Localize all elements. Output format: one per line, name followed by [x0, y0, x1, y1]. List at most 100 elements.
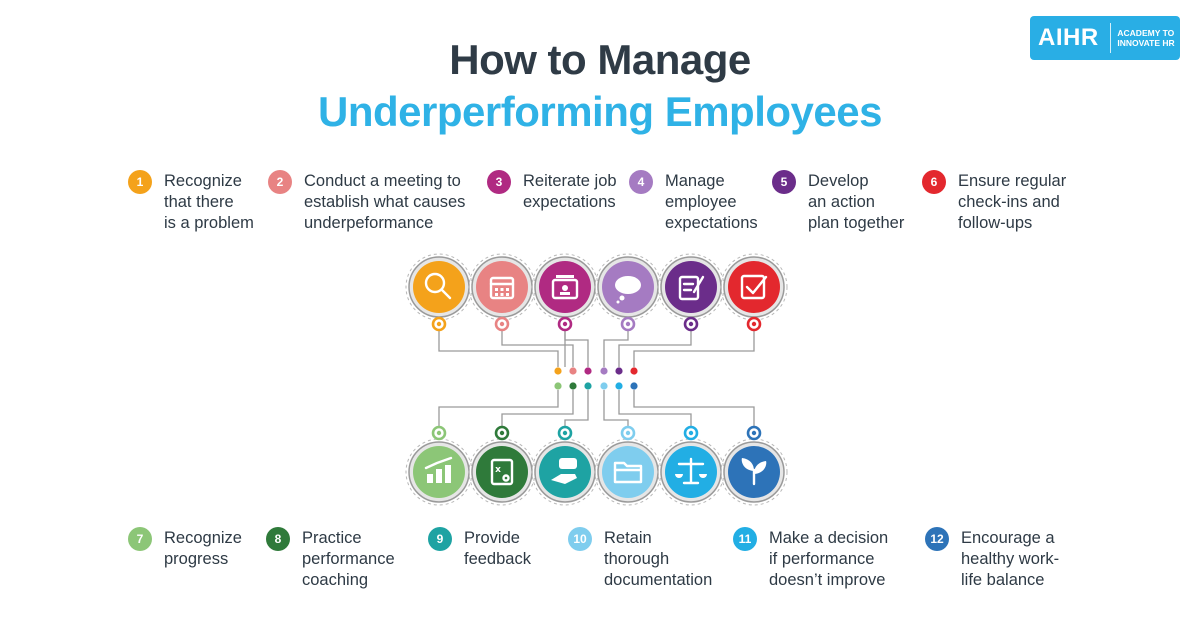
- connector-line: [618, 330, 692, 367]
- hub-dot: [630, 367, 638, 375]
- hub-dot: [584, 367, 592, 375]
- connector-ring-dot: [562, 430, 568, 436]
- orbit-ring: [720, 438, 788, 506]
- icon-disc: [539, 446, 591, 498]
- icon-disc: [602, 446, 654, 498]
- step-1: 1 Recognize that there is a problem: [128, 170, 254, 234]
- strategy-board-icon: x: [490, 458, 514, 486]
- magnifier-icon: [424, 272, 452, 300]
- step-7-node: [405, 425, 473, 506]
- step-label: Ensure regular check-ins and follow-ups: [958, 172, 1067, 232]
- checkbox-icon: [740, 274, 768, 300]
- step-label: Recognize that there is a problem: [164, 172, 254, 232]
- logo-divider: [1110, 23, 1112, 53]
- step-label: Make a decision if performance doesn’t i…: [769, 529, 889, 589]
- job-folder-icon: [551, 275, 579, 300]
- notepad-pen-icon: [678, 275, 705, 301]
- step-3-node: [531, 253, 599, 332]
- connector-line: [603, 390, 629, 427]
- connector-ring-dot: [688, 430, 694, 436]
- step-10-node: [594, 425, 662, 506]
- step-number-badge: 2: [268, 170, 292, 194]
- step-5-node: [657, 253, 725, 332]
- step-number-badge: 12: [925, 527, 949, 551]
- icon-disc: [476, 446, 528, 498]
- icon-disc: [413, 261, 465, 313]
- step-number-badge: 9: [428, 527, 452, 551]
- connector-ring-dot: [751, 430, 757, 436]
- hub-dot: [554, 367, 562, 375]
- connector-line: [603, 330, 629, 367]
- step-8-node: x: [468, 425, 536, 506]
- hub-dot: [569, 382, 577, 390]
- hub-dot: [600, 382, 608, 390]
- hub-dot: [630, 382, 638, 390]
- sprout-icon: [741, 458, 767, 486]
- icon-disc: [476, 261, 528, 313]
- step-2-node: [468, 253, 536, 332]
- connector-line: [438, 330, 559, 367]
- step-number-badge: 4: [629, 170, 653, 194]
- hub-dot: [569, 367, 577, 375]
- icon-disc: [665, 261, 717, 313]
- step-number-badge: 6: [922, 170, 946, 194]
- step-number-badge: 7: [128, 527, 152, 551]
- connector-ring-dot: [436, 430, 442, 436]
- connector-ring-dot: [688, 321, 694, 327]
- title-line-1: How to Manage: [449, 36, 751, 83]
- step-label: Encourage a healthy work- life balance: [961, 529, 1060, 589]
- connector-line: [564, 330, 589, 367]
- step-number-badge: 11: [733, 527, 757, 551]
- logo-tagline: ACADEMY TO INNOVATE HR: [1117, 28, 1175, 48]
- step-10: 10 Retain thorough documentation: [568, 527, 713, 591]
- connector-line: [501, 330, 574, 367]
- calendar-icon: [489, 276, 515, 300]
- step-number-badge: 10: [568, 527, 592, 551]
- step-label: Retain thorough documentation: [604, 529, 713, 589]
- connector-line: [501, 390, 574, 427]
- folder-icon: [613, 461, 643, 484]
- connector-ring-dot: [436, 321, 442, 327]
- step-12: 12 Encourage a healthy work- life balance: [925, 527, 1060, 591]
- step-6-node: [720, 253, 788, 332]
- connector-ring-dot: [751, 321, 757, 327]
- connector-line: [633, 390, 755, 427]
- hub-dot: [554, 382, 562, 390]
- connector-ring-dot: [625, 321, 631, 327]
- step-11: 11 Make a decision if performance doesn’t…: [733, 527, 889, 591]
- step-label: Reiterate job expectations: [523, 172, 617, 211]
- connector-ring-dot: [499, 430, 505, 436]
- logo-mark: AIHR: [1038, 24, 1099, 51]
- step-label: Practice performance coaching: [302, 529, 395, 589]
- step-number-badge: 3: [487, 170, 511, 194]
- step-label: Provide feedback: [464, 529, 531, 568]
- step-label: Manage employee expectations: [665, 172, 758, 232]
- step-9-node: [531, 425, 599, 506]
- step-1-node: [405, 253, 473, 332]
- hub-dot: [615, 367, 623, 375]
- step-label: Develop an action plan together: [808, 172, 905, 232]
- thought-cloud-icon: [615, 276, 641, 304]
- connector-line: [618, 390, 692, 427]
- hub-dot: [600, 367, 608, 375]
- scales-icon: [675, 457, 707, 485]
- step-number-badge: 8: [266, 527, 290, 551]
- step-4-node: [594, 253, 662, 332]
- hub-dot: [584, 382, 592, 390]
- step-3: 3 Reiterate job expectations: [487, 170, 617, 213]
- connector-line: [633, 330, 755, 367]
- aihr-logo[interactable]: AIHR ACADEMY TO INNOVATE HR: [1030, 16, 1180, 60]
- hub-dots: [554, 367, 638, 390]
- icon-disc: [728, 261, 780, 313]
- connector-lines: [438, 330, 755, 427]
- bar-chart-icon: [424, 456, 453, 483]
- feedback-hand-icon: [551, 458, 577, 484]
- step-9: 9 Provide feedback: [428, 527, 531, 570]
- svg-text:x: x: [495, 465, 501, 475]
- step-number-badge: 1: [128, 170, 152, 194]
- step-8: 8 Practice performance coaching: [266, 527, 395, 591]
